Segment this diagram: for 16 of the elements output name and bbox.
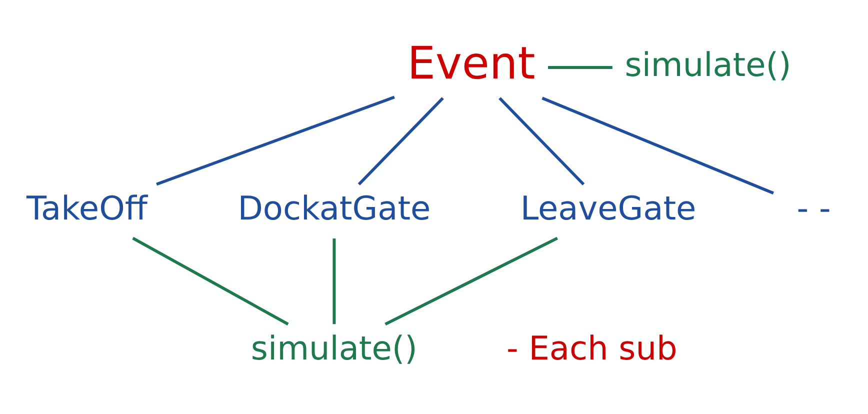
- connector: [358, 96, 444, 185]
- connector: [156, 95, 395, 186]
- node-text: DockatGate: [238, 189, 431, 228]
- node-text: LeaveGate: [520, 189, 696, 228]
- connector: [498, 96, 585, 185]
- connector: [542, 96, 774, 194]
- node-text: - -: [796, 189, 831, 228]
- connector: [332, 238, 336, 324]
- label: - Each sub: [506, 329, 678, 368]
- connector: [384, 236, 558, 326]
- node-text: Event: [407, 37, 536, 90]
- node-text: simulate(): [250, 329, 418, 368]
- connector: [548, 66, 612, 68]
- node-text: simulate(): [624, 45, 792, 84]
- node-text: TakeOff: [26, 189, 148, 228]
- connector: [132, 236, 289, 325]
